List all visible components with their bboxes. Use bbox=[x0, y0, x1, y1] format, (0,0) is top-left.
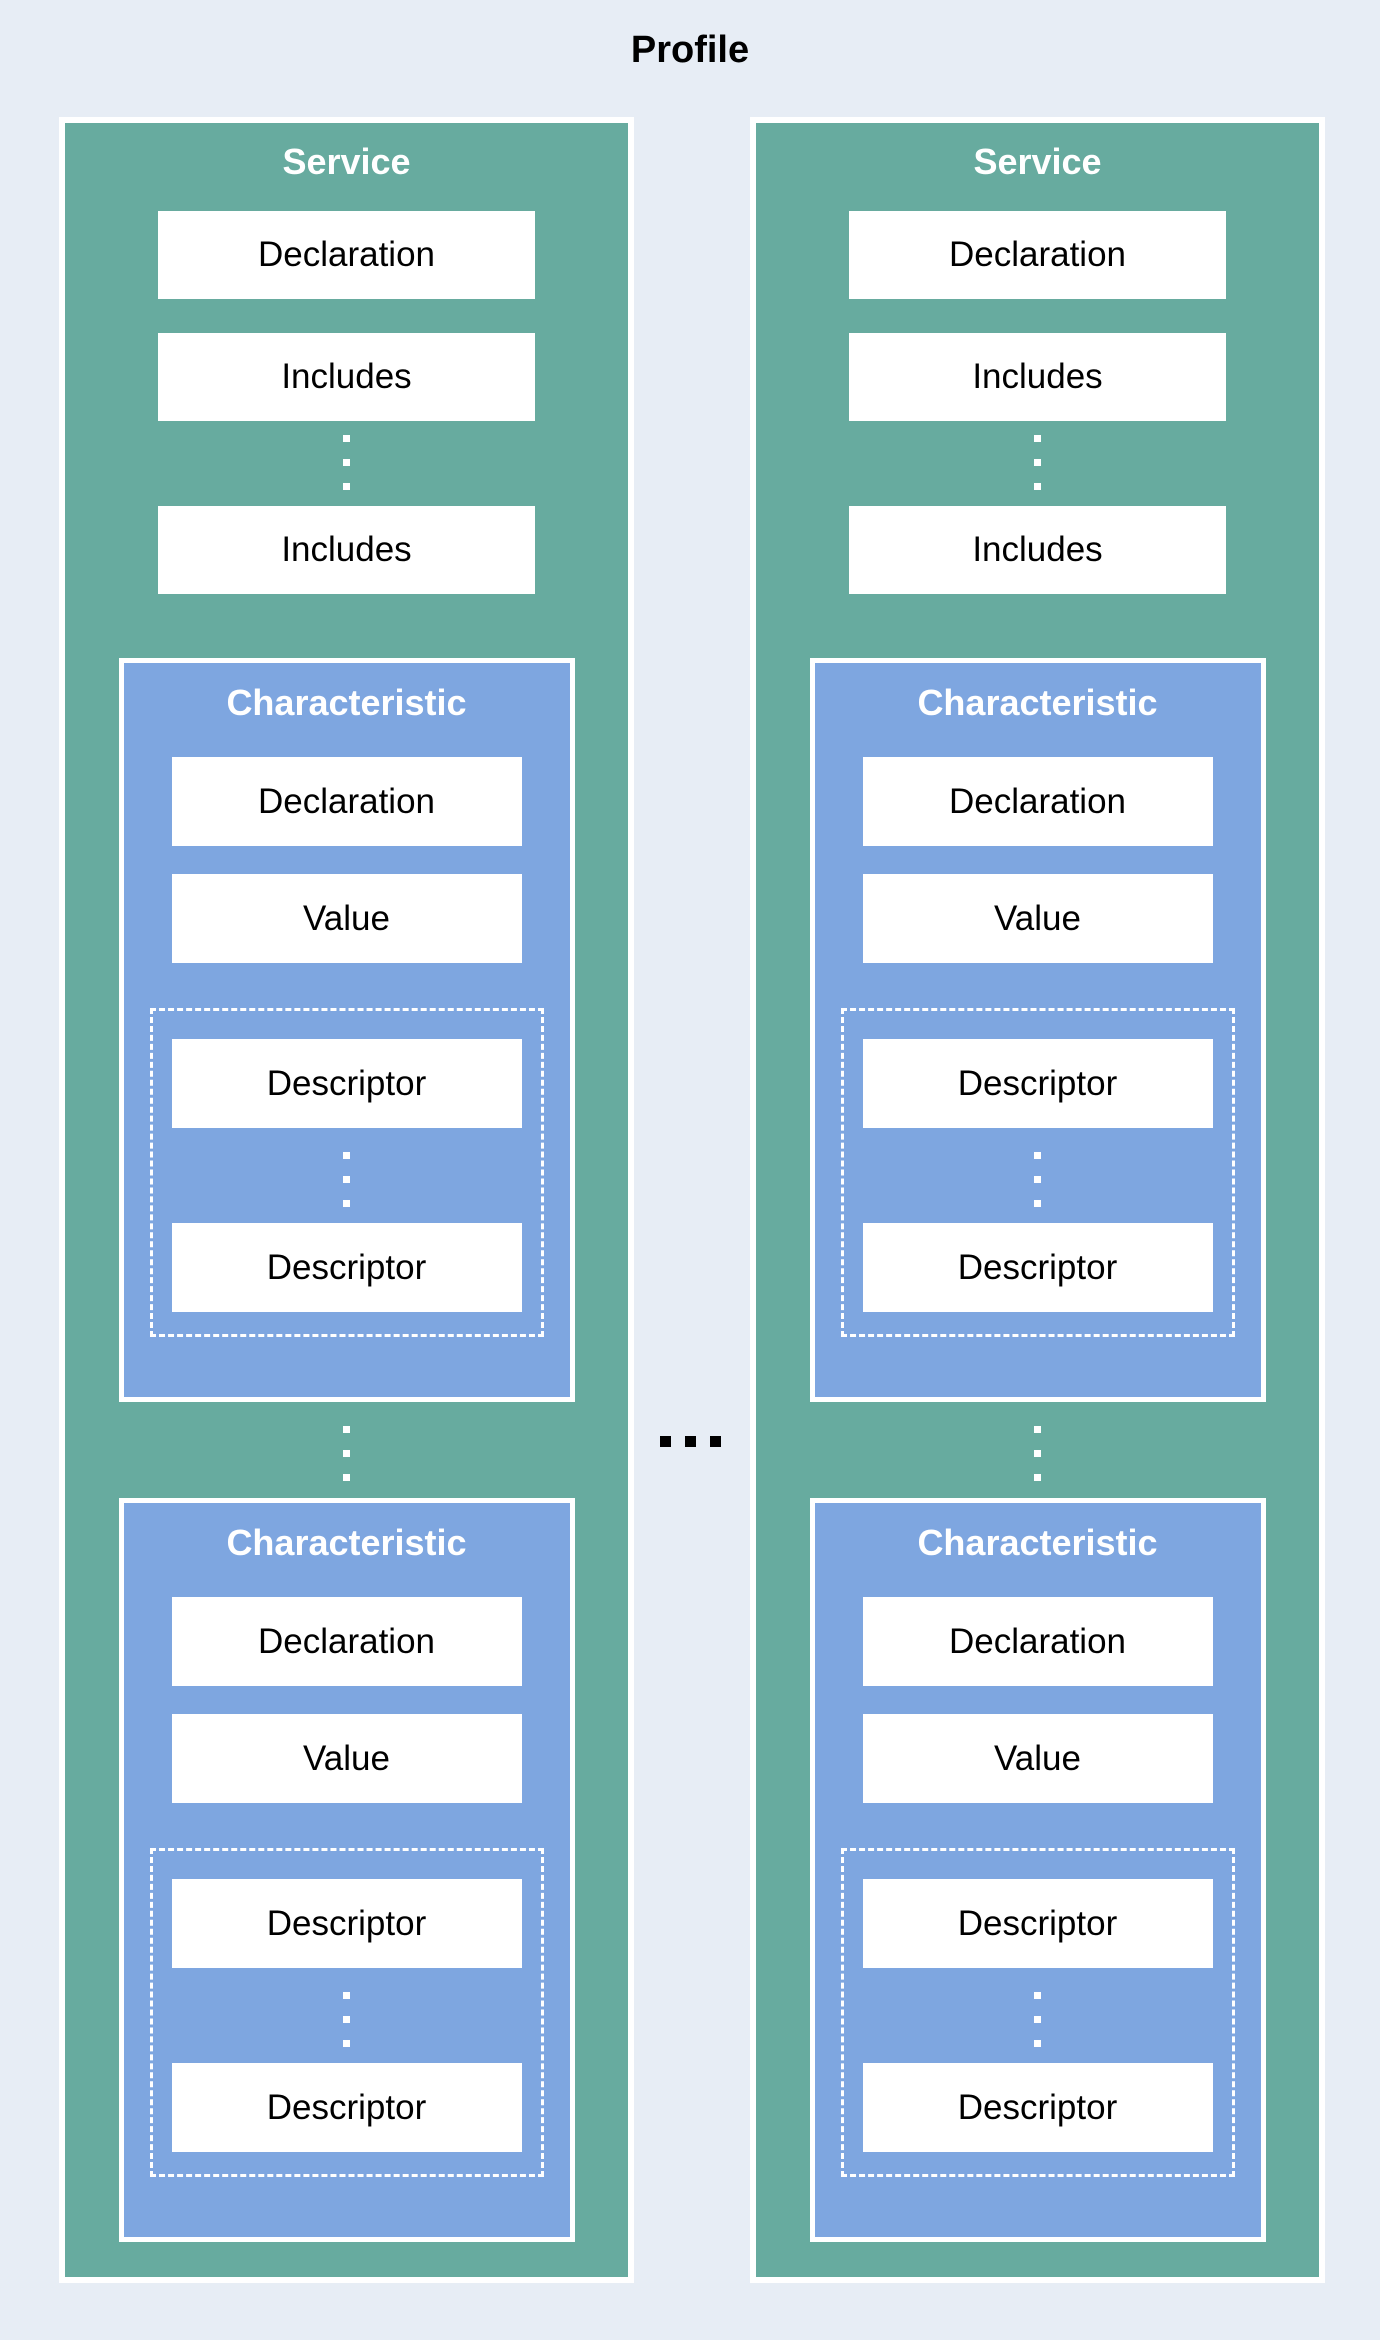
dot bbox=[685, 1436, 696, 1447]
dot bbox=[660, 1436, 671, 1447]
dot bbox=[1034, 1473, 1041, 1481]
page-title: Profile bbox=[630, 29, 750, 71]
vertical-ellipsis-icon bbox=[153, 1986, 541, 2052]
vertical-ellipsis-icon bbox=[65, 1420, 628, 1486]
includes-box: Includes bbox=[849, 506, 1226, 594]
descriptor-box: Descriptor bbox=[862, 1879, 1213, 1968]
dot bbox=[343, 2015, 350, 2023]
dot bbox=[343, 2039, 350, 2047]
characteristic-block: Characteristic Declaration Value Descrip… bbox=[809, 1498, 1266, 2242]
descriptor-box: Descriptor bbox=[171, 1039, 522, 1128]
value-box: Value bbox=[171, 1714, 522, 1803]
vertical-ellipsis-icon bbox=[65, 429, 628, 495]
characteristic-block: Characteristic Declaration Value Descrip… bbox=[118, 658, 575, 1402]
characteristic-header: Characteristic bbox=[917, 1522, 1158, 1563]
dot bbox=[343, 1991, 350, 1999]
dot bbox=[343, 1151, 350, 1159]
dot bbox=[343, 1425, 350, 1433]
descriptor-box: Descriptor bbox=[171, 1223, 522, 1312]
dot bbox=[1034, 1991, 1041, 1999]
characteristic-block: Characteristic Declaration Value Descrip… bbox=[809, 658, 1266, 1402]
dot bbox=[343, 1199, 350, 1207]
dot bbox=[343, 1473, 350, 1481]
dot bbox=[1034, 1151, 1041, 1159]
dot bbox=[1034, 1449, 1041, 1457]
includes-box: Includes bbox=[849, 333, 1226, 421]
descriptor-group: Descriptor Descriptor bbox=[840, 1848, 1235, 2177]
dot bbox=[1034, 2015, 1041, 2023]
dot bbox=[1034, 458, 1041, 466]
characteristic-header: Characteristic bbox=[917, 682, 1158, 723]
characteristic-header: Characteristic bbox=[226, 1522, 467, 1563]
value-box: Value bbox=[171, 874, 522, 963]
characteristic-block: Characteristic Declaration Value Descrip… bbox=[118, 1498, 575, 2242]
descriptor-box: Descriptor bbox=[862, 1223, 1213, 1312]
dot bbox=[343, 1175, 350, 1183]
vertical-ellipsis-icon bbox=[756, 429, 1319, 495]
declaration-box: Declaration bbox=[171, 1597, 522, 1686]
declaration-box: Declaration bbox=[171, 757, 522, 846]
value-box: Value bbox=[862, 874, 1213, 963]
descriptor-group: Descriptor Descriptor bbox=[840, 1008, 1235, 1337]
dot bbox=[343, 482, 350, 490]
descriptor-box: Descriptor bbox=[171, 1879, 522, 1968]
descriptor-group: Descriptor Descriptor bbox=[149, 1008, 544, 1337]
dot bbox=[1034, 1175, 1041, 1183]
dot bbox=[1034, 1425, 1041, 1433]
dot bbox=[1034, 2039, 1041, 2047]
declaration-box: Declaration bbox=[862, 757, 1213, 846]
dot bbox=[343, 434, 350, 442]
value-box: Value bbox=[862, 1714, 1213, 1803]
dot bbox=[1034, 1199, 1041, 1207]
descriptor-group: Descriptor Descriptor bbox=[149, 1848, 544, 2177]
dot bbox=[710, 1436, 721, 1447]
descriptor-box: Descriptor bbox=[862, 2063, 1213, 2152]
dot bbox=[343, 1449, 350, 1457]
horizontal-ellipsis-icon bbox=[660, 1436, 721, 1447]
characteristic-header: Characteristic bbox=[226, 682, 467, 723]
descriptor-box: Descriptor bbox=[862, 1039, 1213, 1128]
includes-box: Includes bbox=[158, 333, 535, 421]
dot bbox=[1034, 434, 1041, 442]
service-header: Service bbox=[973, 141, 1102, 182]
vertical-ellipsis-icon bbox=[844, 1146, 1232, 1212]
includes-box: Includes bbox=[158, 506, 535, 594]
declaration-box: Declaration bbox=[158, 211, 535, 299]
vertical-ellipsis-icon bbox=[844, 1986, 1232, 2052]
declaration-box: Declaration bbox=[849, 211, 1226, 299]
service-header: Service bbox=[282, 141, 411, 182]
vertical-ellipsis-icon bbox=[153, 1146, 541, 1212]
dot bbox=[1034, 482, 1041, 490]
declaration-box: Declaration bbox=[862, 1597, 1213, 1686]
descriptor-box: Descriptor bbox=[171, 2063, 522, 2152]
service-block: Service Declaration Includes Includes Ch… bbox=[750, 117, 1325, 2283]
dot bbox=[343, 458, 350, 466]
service-block: Service Declaration Includes Includes Ch… bbox=[59, 117, 634, 2283]
vertical-ellipsis-icon bbox=[756, 1420, 1319, 1486]
